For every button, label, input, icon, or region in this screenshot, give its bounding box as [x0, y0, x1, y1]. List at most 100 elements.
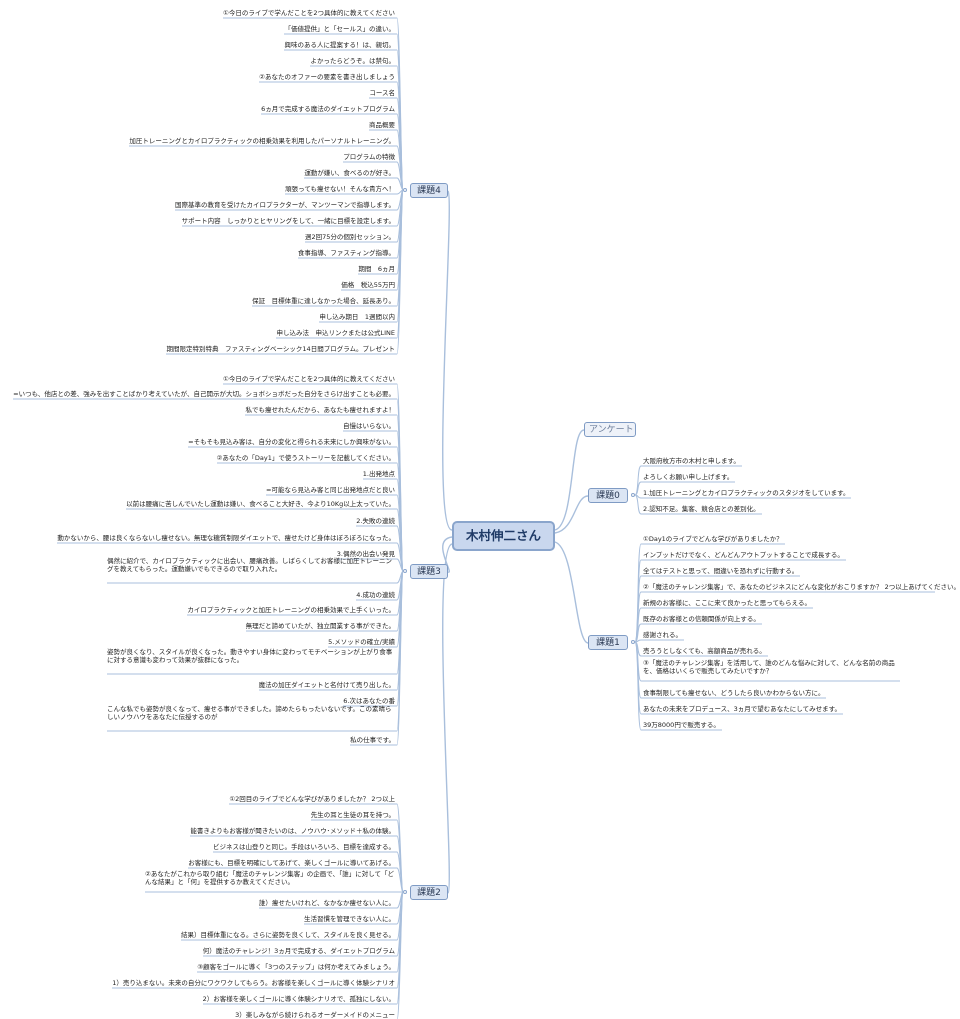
kadai1-item[interactable]: あなたの未来をプロデュース、3ヵ月で望むあなたにしてみせます。	[643, 705, 841, 713]
kadai2-item[interactable]: 何）魔法のチャレンジ！3ヵ月で完成する、ダイエットプログラム	[202, 947, 395, 955]
topic-enquete[interactable]: アンケート	[584, 422, 636, 437]
kadai4-item[interactable]: 申し込み法 申込リンクまたは公式LINE	[276, 329, 395, 337]
kadai4-item[interactable]: 加圧トレーニングとカイロプラクティックの相乗効果を利用したパーソナルトレーニング…	[129, 137, 395, 145]
connector-line	[634, 641, 768, 657]
kadai2-item[interactable]: 先生の耳と生徒の耳を持つ。	[310, 811, 395, 819]
kadai0-item[interactable]: 大阪府枚方市の木村と申します。	[643, 457, 740, 465]
root-node[interactable]: 木村伸二さん	[452, 521, 555, 551]
kadai4-item[interactable]: ②あなたのオファーの要素を書き出しましょう	[259, 73, 395, 81]
kadai4-item[interactable]: コース名	[369, 89, 395, 97]
kadai4-item[interactable]: 期間 6ヵ月	[358, 265, 395, 273]
connector-line	[304, 177, 404, 191]
kadai3-item[interactable]: 1.出発地点	[362, 470, 395, 478]
kadai3-item[interactable]: カイロプラクティックと加圧トレーニングの相乗効果で上手くいった。	[187, 606, 395, 614]
connector-line	[634, 481, 735, 496]
kadai1-item[interactable]: ③「魔法のチャレンジ集客」を活用して、誰のどんな悩みに対して、どんな名前の商品を…	[643, 659, 895, 675]
connector-line	[634, 494, 762, 515]
kadai3-item[interactable]: 姿勢が良くなり、スタイルが良くなった。動きやすい身体に変わってモチベーションが上…	[107, 648, 393, 664]
kadai2-item[interactable]: 生活習慣を管理できない人に。	[304, 915, 395, 923]
connector-line	[337, 558, 404, 572]
kadai4-item[interactable]: プログラムの特徴	[343, 153, 395, 161]
kadai2-item[interactable]: ①2回目のライブでどんな学びがありましたか？ 2つ以上	[229, 795, 395, 803]
kadai1-item[interactable]: 全てはテストと思って、間違いを恐れずに行動する。	[643, 567, 799, 575]
kadai3-item[interactable]: 6.次はあなたの番	[343, 697, 395, 705]
collapse-dot-kadai2[interactable]	[403, 890, 407, 894]
kadai0-item[interactable]: よろしくお願い申し上げます。	[643, 473, 734, 481]
kadai3-item[interactable]: =可能なら見込み客と同じ出発地点だと良い	[266, 486, 395, 494]
kadai3-item[interactable]: 5.メソッドの確立/実績	[328, 638, 395, 646]
kadai4-item[interactable]: ①今日のライブで学んだことを2つ具体的に教えてください	[223, 9, 395, 17]
topic-kadai1[interactable]: 課題1	[588, 635, 628, 650]
kadai3-item[interactable]: =そもそも見込み客は、自分の変化と得られる未来にしか興味がない。	[188, 438, 395, 446]
kadai0-item[interactable]: 1.加圧トレーニングとカイロプラクティックのスタジオをしています。	[643, 489, 850, 497]
kadai4-item[interactable]: 保証 目標体重に達しなかった場合、延長あり。	[252, 297, 395, 305]
connector-lines	[13, 17, 935, 1019]
kadai1-item[interactable]: 感謝される。	[643, 631, 682, 639]
kadai4-item[interactable]: 頑張っても痩せない！そんな貴方へ！	[285, 185, 395, 193]
kadai4-item[interactable]: よかったらどうぞ。は禁句。	[310, 57, 396, 65]
kadai3-item[interactable]: 魔法の加圧ダイエットと名付けて売り出した。	[258, 681, 395, 689]
collapse-dot-kadai3[interactable]	[403, 569, 407, 573]
kadai3-item[interactable]: 2.失敗の連続	[356, 517, 395, 525]
kadai3-item[interactable]: 私の仕事です。	[350, 736, 395, 744]
kadai2-item[interactable]: 3）楽しみながら続けられるオーダーメイドのメニュー	[235, 1011, 395, 1019]
kadai3-item[interactable]: こんな私でも姿勢が良くなって、痩せる事ができました。諦めたらもったいないです。こ…	[107, 705, 392, 721]
kadai4-item[interactable]: 期間限定特別特典 ファスティングベーシック14日間プログラム。プレゼント	[166, 345, 395, 353]
kadai4-item[interactable]: 申し込み期日 1週間以内	[319, 313, 395, 321]
topic-kadai3[interactable]: 課題3	[410, 564, 448, 579]
kadai4-item[interactable]: 食事指導、ファスティング指導。	[297, 249, 395, 257]
connector-line	[554, 541, 589, 644]
kadai1-item[interactable]: 食事制限しても痩せない、どうしたら良いかわからない方に。	[643, 689, 825, 697]
connector-line	[442, 536, 453, 573]
kadai1-item[interactable]: インプットだけでなく、どんどんアウトプットすることで成長する。	[643, 551, 844, 559]
kadai2-item[interactable]: 能書きよりもお客様が聞きたいのは、ノウハウ･メソッド＋私の体験。	[190, 827, 395, 835]
kadai3-item[interactable]: =いつも、他店との差、強みを出すことばかり考えていたが、自己開示が大切。ショボシ…	[13, 390, 395, 398]
connector-line	[554, 495, 589, 534]
kadai3-item[interactable]: ②あなたの「Day1」で使うストーリーを記載してください。	[216, 454, 395, 462]
topic-kadai0[interactable]: 課題0	[588, 488, 628, 503]
kadai1-item[interactable]: 既存のお客様との信頼関係が向上する。	[643, 615, 760, 623]
kadai1-item[interactable]: 39万8000円で販売する。	[643, 721, 720, 729]
kadai0-item[interactable]: 2.認知不足。集客、競合店との差別化。	[643, 505, 760, 513]
kadai4-item[interactable]: 価格 税込55万円	[341, 281, 395, 289]
kadai3-item[interactable]: 4.成功の連続	[356, 591, 395, 599]
kadai1-item[interactable]: ②「魔法のチャレンジ集客」で、あなたのビジネスにどんな変化がおこりますか？ 2つ…	[643, 583, 960, 591]
kadai3-item[interactable]: 以前は腰痛に苦しんでいたし運動は嫌い、食べること大好き、今より10Kg以上太って…	[126, 500, 395, 508]
connector-line	[188, 867, 404, 893]
kadai3-item[interactable]: ①今日のライブで学んだことを2つ具体的に教えてください	[223, 375, 395, 383]
kadai4-item[interactable]: 国際基準の教育を受けたカイロプラクターが、マンツーマンで指導します。	[175, 201, 395, 209]
kadai2-item[interactable]: お客様にも、目標を明確にしてあげて、楽しくゴールに導いてあげる。	[188, 859, 395, 867]
connector-line	[350, 570, 404, 746]
kadai1-item[interactable]: 新規のお客様に、ここに来て良かったと思ってもらえる。	[643, 599, 811, 607]
kadai4-item[interactable]: 運動が嫌い、食べるのが好き。	[304, 169, 395, 177]
kadai4-item[interactable]: 「価値提供」と「セールス」の違い。	[284, 25, 396, 33]
kadai3-item[interactable]: 動かないから、腰は良くならないし痩せない。無理な糖質制限ダイエットで、痩せたけど…	[57, 534, 395, 542]
kadai2-item[interactable]: ③顧客をゴールに導く「3つのステップ」は何か考えてみましょう。	[197, 963, 395, 971]
connector-line	[634, 623, 762, 643]
collapse-dot-kadai4[interactable]	[403, 188, 407, 192]
kadai3-item[interactable]: 3.偶然の出会い発見	[336, 550, 395, 558]
topic-kadai4[interactable]: 課題4	[410, 183, 448, 198]
kadai2-item[interactable]: 2）お客様を楽しくゴールに導く体験シナリオで、孤独にしない。	[202, 995, 395, 1003]
kadai3-item[interactable]: 私でも痩せれたんだから、あなたも痩せれますよ！	[245, 406, 396, 414]
kadai1-item[interactable]: ①Day1のライブでどんな学びがありましたか？	[643, 535, 783, 543]
kadai2-item[interactable]: 結果）目標体重になる。さらに姿勢を良くして、スタイルを良く見せる。	[181, 931, 395, 939]
kadai2-item[interactable]: ②あなたがこれから取り組む「魔法のチャレンジ集客」の企画で、「誰」に対して「どん…	[145, 870, 395, 886]
collapse-dot-kadai1[interactable]	[631, 640, 635, 644]
kadai4-item[interactable]: 商品概要	[369, 121, 395, 129]
kadai2-item[interactable]: 1）売り込まない。未来の自分にワクワクしてもらう。お客様を楽しくゴールに導く体験…	[112, 979, 395, 987]
kadai3-item[interactable]: 自慢はいらない。	[343, 422, 395, 430]
connector-line	[442, 190, 453, 531]
kadai4-item[interactable]: 週2回75分の個別セッション。	[304, 233, 395, 241]
kadai4-item[interactable]: 6ヵ月で完成する魔法のダイエットプログラム	[261, 105, 395, 113]
kadai2-item[interactable]: ビジネスは山登りと同じ。手段はいろいろ、目標を達成する。	[213, 843, 395, 851]
kadai3-item[interactable]: 偶然に紹介で、カイロプラクティックに出会い、腰痛改善。しばらくしてお客様に加圧ト…	[107, 557, 392, 573]
kadai2-item[interactable]: 誰）痩せたいけれど、なかなか痩せない人に。	[258, 899, 395, 907]
kadai1-item[interactable]: 売ろうとしなくても、高額商品が売れる。	[643, 647, 766, 655]
kadai3-item[interactable]: 無理だと諦めていたが、独立開業する事ができた。	[245, 622, 395, 630]
kadai4-item[interactable]: サポート内容 しっかりとヒヤリングをして、一緒に目標を設定します。	[181, 217, 395, 225]
kadai4-item[interactable]: 興味のある人に提案する！は、親切。	[284, 41, 396, 49]
collapse-dot-kadai0[interactable]	[631, 493, 635, 497]
connector-line	[634, 641, 722, 731]
topic-kadai2[interactable]: 課題2	[410, 885, 448, 900]
